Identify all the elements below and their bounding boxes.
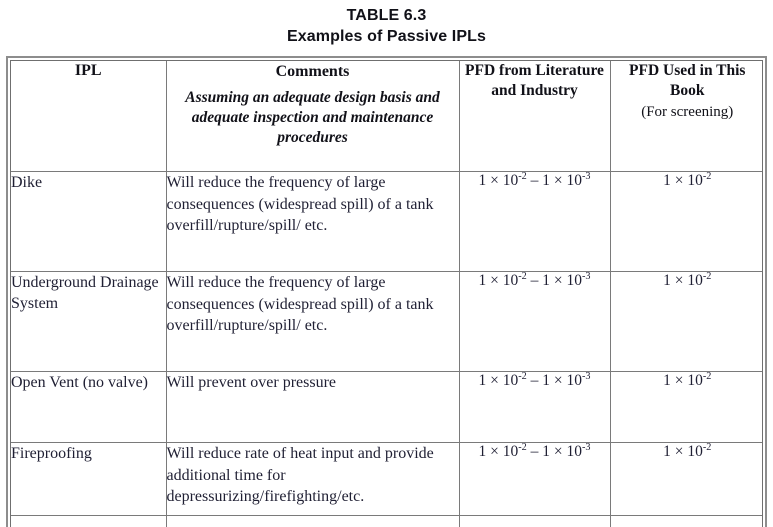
- pfd-book-prefix: 1 × 10: [663, 272, 703, 289]
- pfd-lit-exp1: -2: [518, 270, 527, 282]
- pfd-lit-exp1: -2: [518, 170, 527, 182]
- table-number: TABLE 6.3: [346, 7, 427, 24]
- cell-pfd-book: 1 × 10-2: [610, 441, 762, 516]
- header-comments: Comments Assuming an adequate design bas…: [166, 61, 460, 172]
- cell-ipl: Dike: [11, 171, 167, 272]
- cell-pfd-literature: 1 × 10-2 – 1 × 10-3: [459, 370, 611, 443]
- pfd-lit-mid: – 1 × 10: [526, 272, 582, 289]
- pfd-book-prefix: 1 × 10: [663, 443, 703, 460]
- pfd-book-exp: -2: [702, 170, 712, 182]
- header-comments-subtitle: Assuming an adequate design basis and ad…: [185, 89, 440, 146]
- cell-pfd-literature-cutoff: [459, 515, 611, 527]
- table-row-cutoff: [11, 515, 762, 527]
- table-row: Dike Will reduce the frequency of large …: [11, 170, 762, 272]
- pfd-lit-exp1: -2: [518, 370, 527, 382]
- table-caption: Examples of Passive IPLs: [287, 28, 486, 45]
- pfd-book-exp: -2: [702, 441, 712, 453]
- header-pfd-book: PFD Used in This Book (For screening): [610, 61, 762, 172]
- cell-comment: Will reduce the frequency of large conse…: [166, 271, 460, 372]
- pfd-lit-prefix: 1 × 10: [478, 372, 519, 389]
- table-row: Fireproofing Will reduce rate of heat in…: [11, 441, 762, 516]
- cell-ipl: Underground Drainage System: [11, 271, 167, 372]
- pfd-lit-mid: – 1 × 10: [526, 443, 582, 460]
- cell-comment: Will reduce rate of heat input and provi…: [166, 442, 460, 516]
- pfd-lit-prefix: 1 × 10: [478, 272, 519, 289]
- pfd-book-prefix: 1 × 10: [663, 172, 703, 189]
- passive-ipl-table: IPL Comments Assuming an adequate design…: [11, 61, 762, 527]
- pfd-lit-exp2: -3: [582, 370, 591, 382]
- table-title-block: TABLE 6.3 Examples of Passive IPLs: [0, 0, 773, 47]
- header-ipl: IPL: [11, 61, 167, 172]
- pfd-lit-exp2: -3: [582, 441, 591, 453]
- pfd-lit-exp1: -2: [518, 441, 527, 453]
- cell-pfd-book: 1 × 10-2: [610, 370, 762, 443]
- cell-ipl: Open Vent (no valve): [11, 371, 167, 443]
- pfd-lit-exp2: -3: [582, 270, 591, 282]
- header-pfd-book-main: PFD Used in This Book: [629, 62, 746, 99]
- table-outer-border: IPL Comments Assuming an adequate design…: [6, 56, 767, 527]
- cell-ipl-cutoff: [11, 515, 167, 527]
- pfd-lit-exp2: -3: [582, 170, 591, 182]
- pfd-lit-mid: – 1 × 10: [526, 372, 582, 389]
- header-comments-title: Comments: [275, 63, 350, 80]
- cell-pfd-literature: 1 × 10-2 – 1 × 10-3: [459, 441, 611, 516]
- pfd-lit-mid: – 1 × 10: [526, 172, 582, 189]
- cell-pfd-book-cutoff: [610, 515, 762, 527]
- cell-pfd-literature: 1 × 10-2 – 1 × 10-3: [459, 270, 611, 372]
- pfd-book-exp: -2: [702, 270, 712, 282]
- cell-comment: Will prevent over pressure: [166, 371, 460, 443]
- pfd-lit-prefix: 1 × 10: [478, 172, 519, 189]
- table-row: Open Vent (no valve) Will prevent over p…: [11, 370, 762, 443]
- cell-pfd-book: 1 × 10-2: [610, 170, 762, 272]
- cell-comment: Will reduce the frequency of large conse…: [166, 171, 460, 272]
- cell-ipl: Fireproofing: [11, 442, 167, 516]
- pfd-book-exp: -2: [702, 370, 712, 382]
- header-pfd-book-note: (For screening): [641, 104, 734, 120]
- cell-pfd-literature: 1 × 10-2 – 1 × 10-3: [459, 170, 611, 272]
- table-row: Underground Drainage System Will reduce …: [11, 270, 762, 372]
- pfd-book-prefix: 1 × 10: [663, 372, 703, 389]
- pfd-lit-prefix: 1 × 10: [478, 443, 519, 460]
- cell-comment-cutoff: [166, 515, 460, 527]
- table-header-row: IPL Comments Assuming an adequate design…: [11, 61, 762, 172]
- header-pfd-literature: PFD from Literature and Industry: [459, 61, 611, 172]
- table-inner-border: IPL Comments Assuming an adequate design…: [10, 60, 763, 527]
- cell-pfd-book: 1 × 10-2: [610, 270, 762, 372]
